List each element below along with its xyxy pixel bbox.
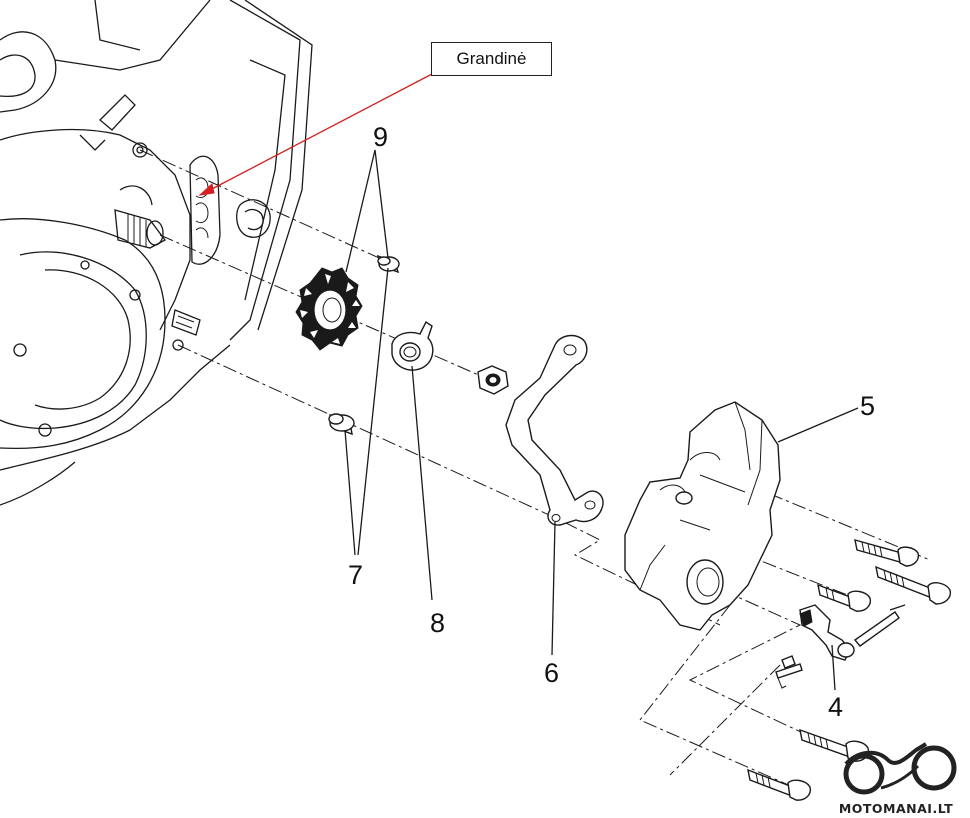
lock-washer [391,320,434,371]
chain-callout-label: Grandinė [431,42,552,76]
part-number-5: 5 [860,391,876,421]
gasket-plate [505,334,604,526]
cover-bolt-1 [854,539,920,567]
cover-bolt-2 [875,565,952,605]
sprocket-cover [624,401,781,631]
part-number-6: 6 [544,658,560,688]
cover-bolt-5 [747,768,812,801]
clutch-linkage [799,604,906,661]
watermark-text: MOTOMANAI.LT [838,801,954,816]
sprocket-nut [477,365,509,395]
motorcycle-logo-icon [843,742,957,795]
cover-bolt-3 [817,583,872,612]
engine-case [0,0,313,506]
motomanai-logo: MOTOMANAI.LT [826,738,966,816]
part-number-9: 9 [373,122,389,152]
part-number-8: 8 [430,608,446,638]
dowel-pin-upper [376,254,400,274]
dowel-pin-lower [328,413,355,436]
small-screw [775,655,803,689]
leader-lines [344,149,859,691]
chain-pointer-arrow [198,73,433,196]
part-number-4: 4 [828,692,844,722]
part-number-7: 7 [348,560,364,590]
drive-sprocket [295,267,363,351]
